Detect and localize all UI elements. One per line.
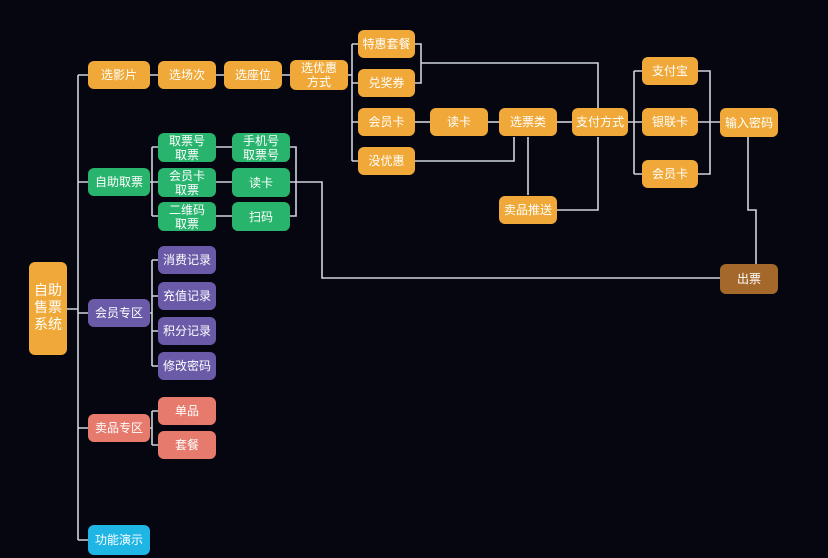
- node-enter-password: 输入密码: [720, 108, 778, 137]
- node-single-item: 单品: [158, 397, 216, 425]
- node-select-discount: 选优惠 方式: [290, 60, 348, 90]
- node-issue-ticket: 出票: [720, 264, 778, 294]
- node-member-zone: 会员专区: [88, 299, 150, 327]
- node-select-film: 选影片: [88, 61, 150, 89]
- node-snack-push: 卖品推送: [499, 196, 557, 224]
- node-select-session: 选场次: [158, 61, 216, 89]
- root-node-self-service-ticketing: 自助 售票 系统: [29, 262, 67, 355]
- node-no-discount: 没优惠: [358, 147, 415, 175]
- node-member-card-discount: 会员卡: [358, 108, 415, 136]
- node-select-seat: 选座位: [224, 61, 282, 89]
- node-combo: 套餐: [158, 431, 216, 459]
- node-payment-method: 支付方式: [572, 108, 628, 136]
- node-pickup-by-qr: 二维码 取票: [158, 202, 216, 231]
- node-consumption-record: 消费记录: [158, 246, 216, 274]
- node-pickup-by-number: 取票号 取票: [158, 133, 216, 162]
- node-read-card-pickup: 读卡: [232, 168, 290, 197]
- node-points-record: 积分记录: [158, 317, 216, 345]
- node-recharge-record: 充值记录: [158, 282, 216, 310]
- node-self-pickup: 自助取票: [88, 168, 150, 196]
- node-alipay: 支付宝: [642, 57, 698, 85]
- node-phone-pickup: 手机号 取票号: [232, 133, 290, 162]
- node-voucher: 兑奖券: [358, 69, 415, 97]
- node-unionpay: 银联卡: [642, 108, 698, 136]
- node-scan-code: 扫码: [232, 202, 290, 231]
- node-read-card: 读卡: [430, 108, 488, 136]
- node-select-snack: 选票类: [499, 108, 557, 136]
- node-change-password: 修改密码: [158, 352, 216, 380]
- node-pickup-by-member: 会员卡 取票: [158, 168, 216, 197]
- node-member-card-pay: 会员卡: [642, 160, 698, 188]
- node-snack-zone: 卖品专区: [88, 414, 150, 442]
- node-special-package: 特惠套餐: [358, 30, 415, 58]
- node-demo: 功能演示: [88, 525, 150, 555]
